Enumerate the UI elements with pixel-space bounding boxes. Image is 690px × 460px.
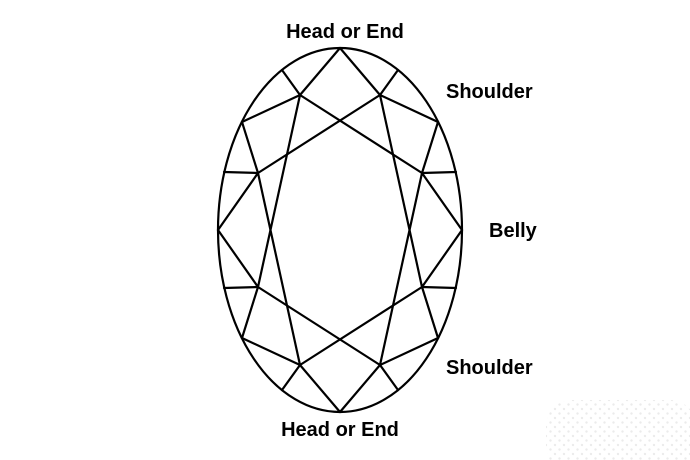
octagram-square-b: [256, 93, 424, 367]
girdle-ellipse-outline: [216, 46, 464, 414]
label-shoulder-upper: Shoulder: [446, 81, 533, 103]
octagram-square-a: [256, 93, 424, 367]
label-head-or-end-bottom: Head or End: [281, 419, 399, 441]
upper-girdle-spokes: [222, 68, 458, 392]
label-shoulder-lower: Shoulder: [446, 357, 533, 379]
kite-facet-edges: [216, 46, 464, 414]
label-head-or-end-top: Head or End: [286, 21, 404, 43]
label-belly: Belly: [489, 220, 537, 242]
facet-lines: [216, 46, 464, 414]
watermark-dot-pattern: [546, 400, 690, 460]
